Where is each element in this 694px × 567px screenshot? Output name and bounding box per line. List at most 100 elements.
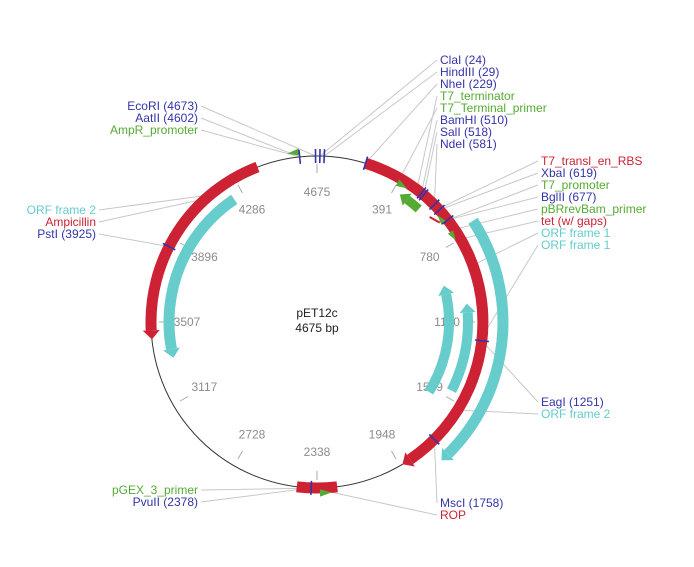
label-pvuii-2378: PvuII (2378): [133, 495, 198, 509]
cut-site: [416, 187, 427, 199]
orf-frame-1-inner: [447, 312, 473, 393]
cut-site: [428, 433, 440, 445]
orf-frame-1-inner-arrowhead: [459, 303, 476, 314]
orf-frame-2-right-arrowhead: [438, 285, 454, 297]
label-orf-frame-2: ORF frame 2: [27, 203, 97, 217]
ampicillin-feature: [145, 161, 260, 331]
label-t7-promoter: T7_promoter: [541, 178, 610, 192]
label-rop: ROP: [440, 508, 466, 522]
leader-line: [365, 83, 438, 164]
tick-label: 4286: [239, 202, 266, 216]
leader-line: [439, 172, 539, 211]
t7-terminator-feature-arrowhead: [399, 193, 412, 206]
label-orf-frame-1: ORF frame 1: [541, 226, 611, 240]
label-ndei-581: NdeI (581): [440, 137, 497, 151]
orf-frame-2-left: [163, 194, 238, 351]
feature-labels: ClaI (24)HindIII (29)NheI (229)T7_termin…: [27, 53, 647, 522]
label-bamhi-510: BamHI (510): [440, 113, 508, 127]
label-orf-frame-1: ORF frame 1: [541, 238, 611, 252]
orf-frame-2-left-arrowhead: [163, 347, 180, 358]
pbrrevbam-primer-arrow: [447, 230, 456, 241]
label-xbai-619: XbaI (619): [541, 166, 597, 180]
label-msci-1758: MscI (1758): [440, 496, 503, 510]
pgex-3-primer-arrow: [319, 489, 332, 497]
leader-line: [481, 340, 539, 403]
cut-site: [362, 156, 369, 171]
label-clai-24: ClaI (24): [440, 53, 486, 67]
leader-line: [472, 232, 539, 266]
label-orf-frame-2: ORF frame 2: [541, 407, 611, 421]
ampr-promoter-arrow: [287, 148, 300, 156]
orf-frame-2-right: [424, 293, 455, 395]
leader-line: [319, 59, 438, 157]
restriction-sites: [162, 148, 489, 495]
tick-mark: [237, 450, 243, 460]
tick-mark: [391, 450, 397, 460]
label-t7-transl-en-rbs: T7_transl_en_RBS: [541, 154, 642, 168]
leader-line: [438, 160, 539, 210]
label-eagi-1251: EagI (1251): [541, 395, 604, 409]
tick-label: 391: [372, 202, 392, 216]
cut-site: [162, 242, 176, 251]
tick-label: 780: [420, 250, 440, 264]
leader-line: [399, 107, 438, 179]
label-ampr-promoter: AmpR_promoter: [110, 123, 198, 137]
cut-site: [418, 188, 429, 201]
label-aatii-4602: AatII (4602): [135, 111, 198, 125]
label-nhei-229: NheI (229): [440, 77, 497, 91]
label-sali-518: SalI (518): [440, 125, 492, 139]
label-bglii-677: BglII (677): [541, 190, 596, 204]
tick-mark: [179, 396, 189, 402]
tick-label: 3507: [174, 315, 201, 329]
leader-line: [447, 196, 539, 221]
leader-line: [200, 129, 300, 158]
leader-line: [420, 119, 438, 194]
leader-line: [200, 487, 312, 503]
leader-line: [200, 105, 316, 157]
tick-label: 3896: [191, 250, 218, 264]
t7-rbs-mark: [429, 216, 441, 224]
plasmid-name: pET12c: [296, 306, 337, 320]
leader-line: [433, 143, 438, 205]
label-pgex-3-primer: pGEX_3_primer: [112, 483, 198, 497]
rop-feature: [296, 481, 338, 494]
orf-frame-1-outer-arrowhead: [441, 448, 454, 461]
leader-line: [98, 233, 170, 248]
tick-mark: [445, 242, 455, 248]
leader-line: [416, 95, 438, 190]
label-t7-terminal-primer: T7_Terminal_primer: [440, 101, 547, 115]
label-ampicillin: Ampicillin: [45, 215, 96, 229]
leader-line: [98, 194, 211, 211]
leader-line: [457, 409, 539, 415]
t7-terminator-feature: [404, 195, 422, 213]
leader-line: [481, 244, 539, 337]
tick-mark: [237, 184, 243, 194]
cut-site: [323, 149, 326, 164]
label-tet-w-gaps: tet (w/ gaps): [541, 214, 607, 228]
tick-label: 3117: [192, 380, 218, 394]
label-psti-3925: PstI (3925): [37, 227, 96, 241]
leader-line: [98, 198, 207, 223]
leader-line: [433, 439, 438, 504]
label-t7-terminator: T7_terminator: [440, 89, 515, 103]
leader-line: [454, 208, 539, 230]
t7-terminal-primer-arrow: [395, 179, 408, 189]
tick-label: 2338: [304, 445, 331, 459]
tick-mark: [391, 184, 397, 194]
label-hindiii-29: HindIII (29): [440, 65, 499, 79]
orf-frame-1-outer: [444, 217, 509, 458]
leader-line: [423, 131, 438, 195]
cut-site: [433, 204, 446, 216]
cut-site: [474, 339, 489, 343]
tick-label: 4675: [304, 185, 331, 199]
label-ecori-4673: EcoRI (4673): [127, 99, 198, 113]
tick-label: 1948: [369, 428, 396, 442]
tick-label: 2728: [239, 428, 266, 442]
feature-arcs: [142, 148, 509, 497]
leader-line: [200, 117, 300, 158]
cut-site: [441, 214, 454, 225]
plasmid-size: 4675 bp: [295, 321, 339, 335]
ampicillin-feature-arrowhead: [142, 329, 160, 340]
leader-lines: [98, 59, 539, 516]
leader-line: [447, 184, 539, 221]
